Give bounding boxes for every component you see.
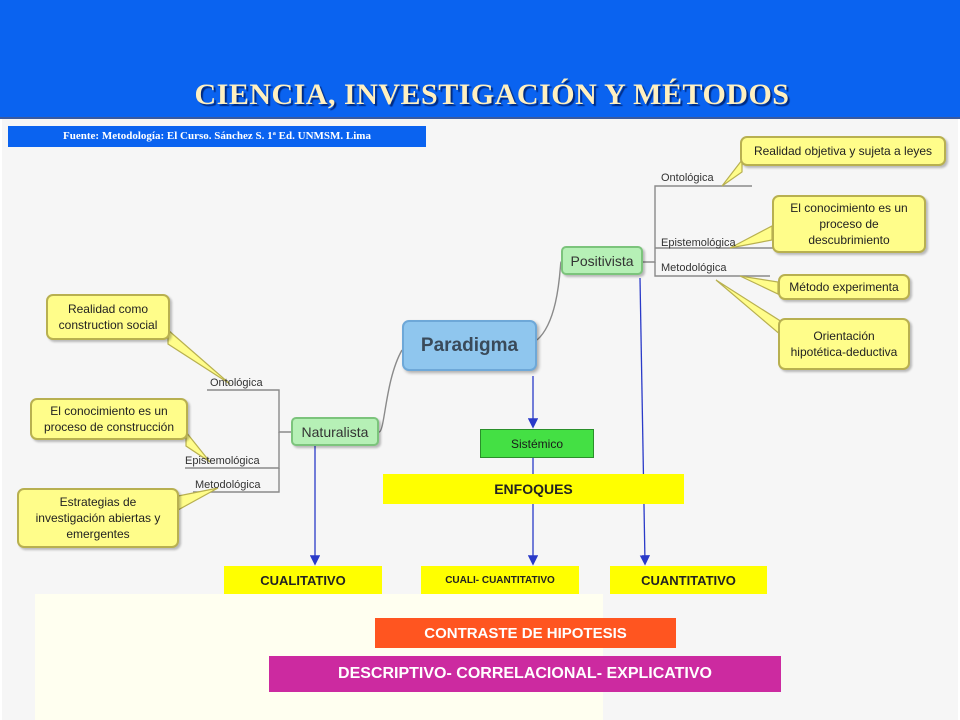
callout-tail-epi-pos	[729, 225, 773, 249]
note-metodo-experimenta: Método experimenta	[778, 274, 910, 300]
branch-metodologica-naturalista: Metodológica	[195, 479, 261, 491]
label-cuantitativo: CUANTITATIVO	[610, 566, 767, 594]
label-enfoques: ENFOQUES	[383, 474, 684, 504]
link-positivista-branches	[643, 185, 752, 263]
callout-tail-epi-nat	[185, 430, 211, 463]
branch-epistemologica-naturalista: Epistemológica	[185, 455, 260, 467]
link-paradigma-positivista	[536, 261, 562, 341]
node-positivista: Positivista	[561, 246, 643, 275]
page-title: CIENCIA, INVESTIGACIÓN Y MÉTODOS	[194, 78, 790, 111]
node-paradigma: Paradigma	[402, 320, 537, 371]
header-band	[0, 0, 960, 118]
label-contraste-hipotesis: CONTRASTE DE HIPOTESIS	[375, 618, 676, 648]
note-proceso-descubrimiento: El conocimiento es un proceso de descubr…	[772, 195, 926, 253]
branch-ontologica-naturalista: Ontológica	[210, 377, 263, 389]
link-paradigma-naturalista	[378, 349, 403, 433]
note-proceso-construccion: El conocimiento es un proceso de constru…	[30, 398, 188, 440]
callout-tail-ont-pos	[721, 158, 743, 187]
branch-metodologica-positivista: Metodológica	[661, 262, 727, 274]
label-cuali-cuantitativo: CUALI- CUANTITATIVO	[421, 566, 579, 594]
source-citation: Fuente: Metodología: El Curso. Sánchez S…	[8, 126, 426, 147]
panel-divider	[0, 117, 960, 119]
link-naturalista-branches	[207, 389, 291, 433]
arrow-to-cuantitativo	[639, 277, 651, 566]
link-naturalista-metodo	[193, 468, 280, 493]
note-realidad-construccion-social: Realidad como construction social	[46, 294, 170, 340]
note-orientacion-hipotetica: Orientación hipotética-deductiva	[778, 318, 910, 370]
label-cualitativo: CUALITATIVO	[224, 566, 382, 594]
branch-ontologica-positivista: Ontológica	[661, 172, 714, 184]
node-naturalista: Naturalista	[291, 417, 379, 446]
label-niveles-investigacion: DESCRIPTIVO- CORRELACIONAL- EXPLICATIVO	[269, 656, 781, 692]
node-sistemico: Sistémico	[480, 429, 594, 458]
note-realidad-objetiva: Realidad objetiva y sujeta a leyes	[740, 136, 946, 166]
branch-epistemologica-positivista: Epistemológica	[661, 237, 736, 249]
callout-tail-ont-nat	[167, 328, 231, 385]
note-estrategias-investigacion: Estrategias de investigación abiertas y …	[17, 488, 179, 548]
link-positivista-metodo	[654, 262, 770, 277]
callout-tail-met1-pos	[739, 275, 779, 295]
